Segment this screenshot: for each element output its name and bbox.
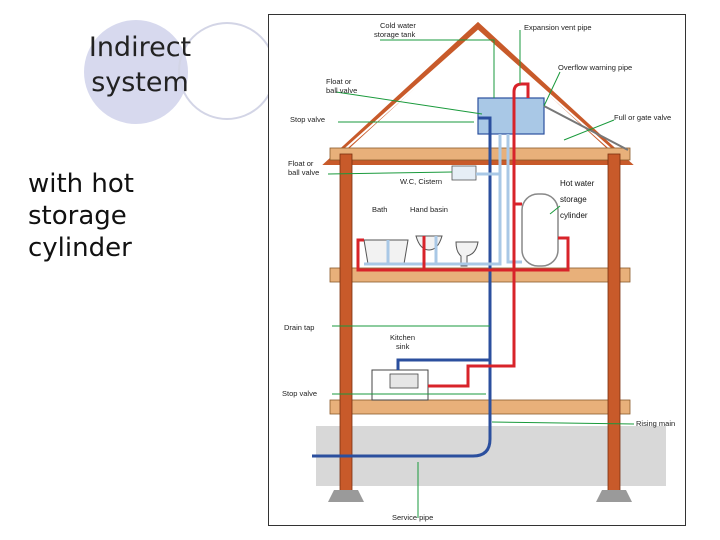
label-hot-cylinder-3: cylinder (560, 211, 588, 220)
cold-water-tank (477, 97, 545, 135)
kitchen-cold-pipe (396, 358, 490, 370)
label-hot-cylinder-2: storage (560, 195, 587, 204)
label-stop-valve-bottom: Stop valve (282, 389, 317, 398)
label-cold-tank-1: Cold water (380, 21, 416, 30)
distribution-pipes (364, 134, 522, 266)
slide-subtitle-line-1: with hot (28, 169, 135, 199)
cold-water-pipes (312, 116, 492, 458)
slide-subtitle-line-3: cylinder (28, 233, 132, 263)
loft-floor (329, 147, 631, 161)
rising-main-pipe (312, 132, 492, 458)
kitchen-hot-pipe (428, 204, 516, 388)
kitchen-sink-shape (389, 373, 419, 389)
label-service-pipe: Service pipe (392, 513, 433, 522)
main-to-tank-pipe (478, 116, 492, 132)
label-expansion-vent: Expansion vent pipe (524, 23, 592, 32)
label-float-valve-mid-1: Float or (288, 159, 314, 168)
right-wall (607, 153, 621, 495)
hot-distribution-pipe (356, 236, 570, 272)
wc-cistern-shape (451, 165, 477, 181)
left-footing (328, 490, 364, 502)
label-drain-tap: Drain tap (284, 323, 314, 332)
plumbing-diagram: Cold water storage tank Expansion vent p… (268, 14, 686, 526)
label-kitchen-sink-1: Kitchen (390, 333, 415, 342)
expansion-vent-pipe (512, 82, 530, 206)
distribution-main-pipe (364, 134, 502, 266)
decorative-circle-filled (84, 20, 188, 124)
slide-title: Indirect system (60, 30, 220, 100)
label-overflow-pipe: Overflow warning pipe (558, 63, 632, 72)
label-wc-cistern: W.C, Cistern (400, 177, 442, 186)
label-stop-valve-top: Stop valve (290, 115, 325, 124)
bath-shape (363, 239, 409, 265)
label-kitchen-sink-2: sink (396, 342, 410, 351)
leader-lines (327, 30, 635, 518)
slide-title-line-1: Indirect (88, 32, 192, 63)
label-bath: Bath (372, 205, 387, 214)
slide-title-line-2: system (91, 67, 189, 98)
ground-floor (329, 399, 631, 415)
hot-water-cylinder (521, 193, 559, 267)
label-cold-tank-2: storage tank (374, 30, 416, 39)
left-wall (339, 153, 353, 495)
label-float-valve-top-2: ball valve (326, 86, 357, 95)
overflow-pipe (543, 105, 629, 151)
wc-pan-shape (455, 241, 479, 267)
label-rising-main: Rising main (636, 419, 675, 428)
label-hot-cylinder-1: Hot water (560, 179, 595, 188)
right-footing (596, 490, 632, 502)
roof-outline (322, 21, 634, 165)
label-gate-valve: Full or gate valve (614, 113, 671, 122)
hot-water-pipes (356, 82, 570, 388)
cylinder-feed-pipe (506, 134, 522, 264)
slide-subtitle: with hot storage cylinder (28, 168, 134, 264)
label-float-valve-top-1: Float or (326, 77, 352, 86)
label-float-valve-mid-2: ball valve (288, 168, 319, 177)
label-hand-basin: Hand basin (410, 205, 448, 214)
slide-subtitle-line-2: storage (28, 201, 127, 231)
